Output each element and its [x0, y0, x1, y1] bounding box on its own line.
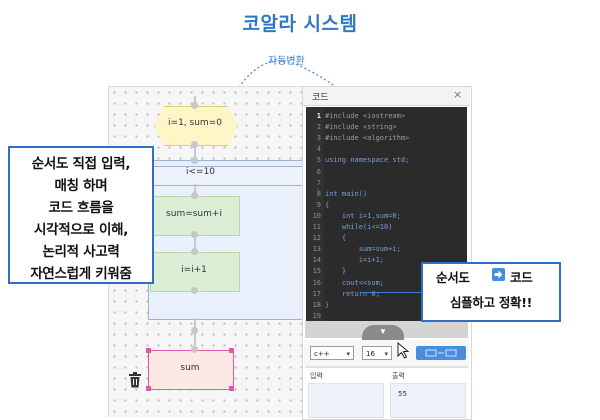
connector-dot-icon[interactable] [191, 192, 198, 199]
code-line: int main() [325, 189, 368, 198]
input-field[interactable] [308, 383, 384, 418]
flow-connector [194, 234, 196, 254]
init-block[interactable] [154, 106, 238, 146]
right-arrow-icon [492, 268, 505, 281]
code-line: #include <string> [325, 123, 397, 132]
code-line: int i=1,sum=0; [325, 211, 401, 220]
code-line: i=i+1; [325, 256, 385, 265]
output-value: 55 [398, 390, 407, 398]
fold-icon[interactable]: ⌄ [316, 186, 321, 192]
output-block-label: sum [180, 363, 200, 373]
line-number: 5 [316, 156, 321, 165]
language-select[interactable]: c++ ▾ [310, 346, 354, 360]
right-callout [421, 262, 561, 322]
code-line: { [325, 234, 347, 243]
line-number: 12 [312, 234, 321, 243]
line-number: 4 [316, 145, 321, 154]
code-line: #include <iostream> [325, 112, 406, 120]
font-size-select-value: 16 [366, 350, 375, 358]
line-number: 16 [312, 278, 321, 287]
left-callout-line: 시각적으로 이해, [33, 222, 129, 238]
right-callout-code: 코드 [510, 270, 533, 285]
font-size-select[interactable]: 16 ▾ [362, 346, 392, 360]
flow-connector [194, 318, 196, 352]
left-callout-line: 자연스럽게 키워줌 [30, 266, 132, 282]
splitter-handle[interactable] [362, 325, 404, 343]
flow-connector [194, 144, 196, 162]
line-number: 8 [316, 189, 321, 198]
cursor-icon [397, 342, 410, 359]
code-panel-title: 코드 [312, 93, 329, 103]
line-number: 9 [316, 200, 321, 209]
resize-handle[interactable] [229, 386, 234, 391]
auto-convert-label: 자동변환 [268, 56, 305, 67]
connector-dot-icon[interactable] [191, 157, 198, 164]
code-line: cout<<sum; [325, 278, 385, 287]
right-callout-line2: 심플하고 정확!! [449, 295, 533, 310]
run-button[interactable] [416, 346, 466, 360]
code-line: using namespace std; [325, 156, 410, 165]
line-number: 17 [312, 289, 321, 298]
line-number: 10 [312, 211, 321, 220]
fold-icon[interactable]: ⌄ [316, 210, 321, 216]
left-callout-line: 논리적 사고력 [42, 244, 120, 260]
code-line: while(i<=10) [325, 223, 393, 231]
line-number: 11 [312, 223, 321, 231]
code-panel-header [303, 87, 470, 106]
right-callout-flowchart: 순서도 [436, 270, 470, 285]
close-icon[interactable]: × [453, 88, 463, 101]
output-block[interactable] [148, 350, 234, 390]
line-number: 14 [312, 256, 321, 265]
connector-dot-icon[interactable] [191, 231, 198, 238]
line-number: 19 [312, 311, 321, 320]
resize-handle[interactable] [229, 348, 234, 353]
link-line [362, 292, 462, 293]
left-callout [8, 146, 154, 284]
chevron-down-icon[interactable]: ▼ [379, 327, 387, 336]
init-block-label: i=1, sum=0 [168, 118, 222, 128]
code-line: } [325, 267, 347, 276]
run-icon [425, 349, 457, 357]
line-number: 3 [316, 134, 321, 143]
loop-condition-bar[interactable] [148, 166, 303, 186]
connector-dot-icon[interactable] [191, 141, 198, 148]
process-block-label: sum=sum+i [166, 209, 222, 219]
code-line: sum=sum+i; [325, 245, 401, 254]
line-number: 6 [316, 167, 321, 176]
connector-dot-icon[interactable] [191, 102, 198, 109]
code-line: { [325, 200, 330, 209]
resize-handle[interactable] [146, 348, 151, 353]
line-number: 2 [316, 123, 321, 132]
connector-dot-icon[interactable] [191, 287, 198, 294]
process-block-label: i=i+1 [181, 265, 207, 275]
code-line: } [325, 300, 330, 309]
line-number: 7 [316, 178, 321, 187]
output-field [390, 383, 466, 418]
page-title: 코알라 시스템 [242, 13, 358, 35]
connector-dot-icon[interactable] [191, 346, 198, 353]
connector-dot-icon[interactable] [191, 248, 198, 255]
line-number: 18 [312, 300, 321, 309]
trash-icon[interactable] [128, 372, 142, 388]
line-number: 13 [312, 245, 321, 254]
line-number-gutter [306, 107, 324, 321]
left-callout-line: 순서도 직접 입력, [31, 156, 131, 172]
line-number: 15 [312, 267, 321, 276]
io-divider [305, 366, 468, 368]
code-line: return 0; [325, 289, 380, 298]
left-callout-line: 매칭 하며 [54, 178, 108, 194]
language-select-value: c++ [314, 350, 330, 358]
chevron-down-icon: ▾ [384, 350, 388, 358]
line-number: 1 [316, 112, 321, 120]
loop-condition-label: i<=10 [186, 167, 216, 177]
code-line: #include <algorithm> [325, 134, 410, 143]
resize-handle[interactable] [146, 386, 151, 391]
connector-dot-icon[interactable] [191, 327, 198, 334]
chevron-down-icon: ▾ [346, 350, 350, 358]
input-label: 입력 [310, 372, 323, 380]
output-label: 출력 [392, 372, 405, 380]
left-callout-line: 코드 흐름을 [48, 200, 114, 216]
